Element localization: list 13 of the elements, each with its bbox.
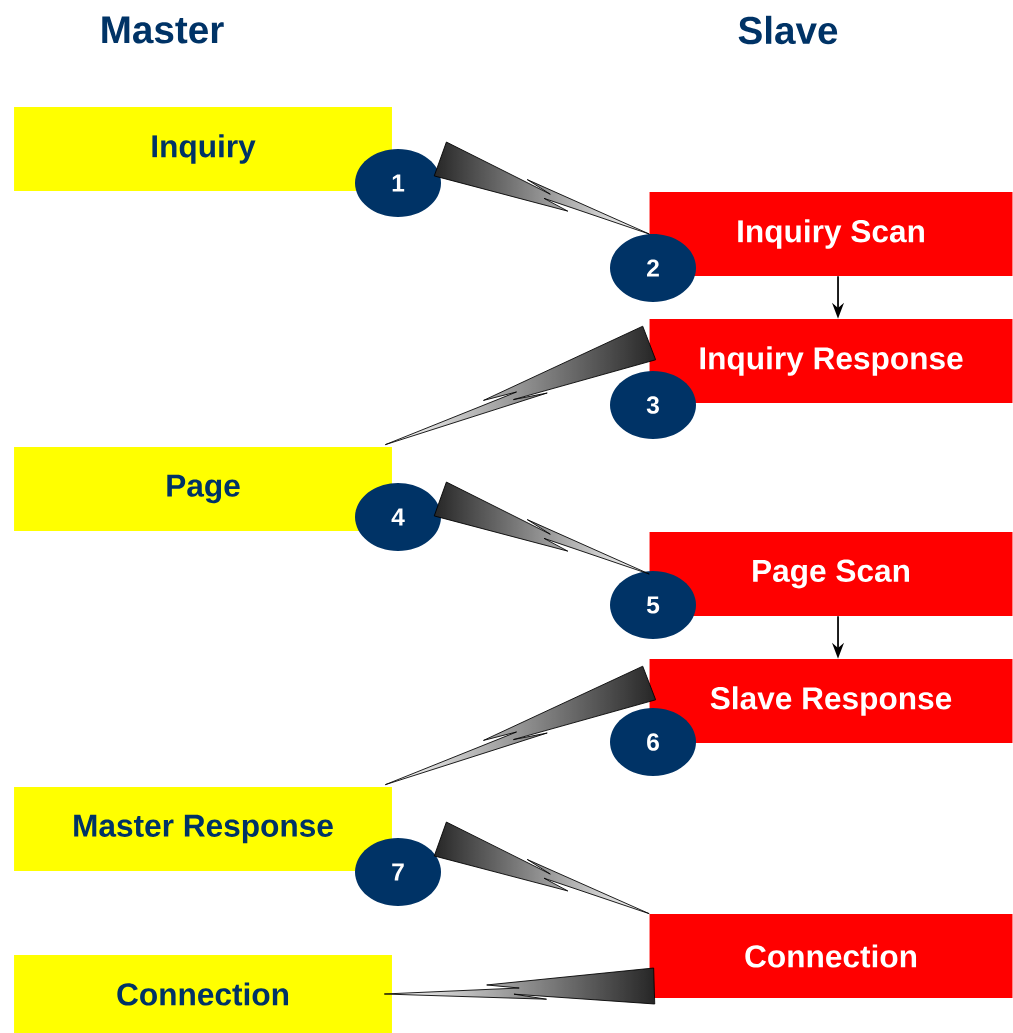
- lightning-bolt: [433, 821, 650, 915]
- master-state-box: Page: [14, 447, 392, 531]
- slave-state-box: Connection: [649, 914, 1013, 998]
- column-heading: Master: [102, 16, 224, 44]
- lightning-bolt: [433, 481, 650, 575]
- lightning-bolt: [433, 141, 650, 235]
- master-state-box: Master Response: [14, 787, 392, 871]
- lightning-bolt: [384, 665, 657, 786]
- master-state-box: Inquiry: [14, 107, 392, 191]
- master-state-box: Connection: [14, 955, 392, 1033]
- lightning-bolt: [383, 967, 656, 1005]
- lightning-bolt: [384, 325, 657, 446]
- column-heading: Slave: [738, 15, 838, 45]
